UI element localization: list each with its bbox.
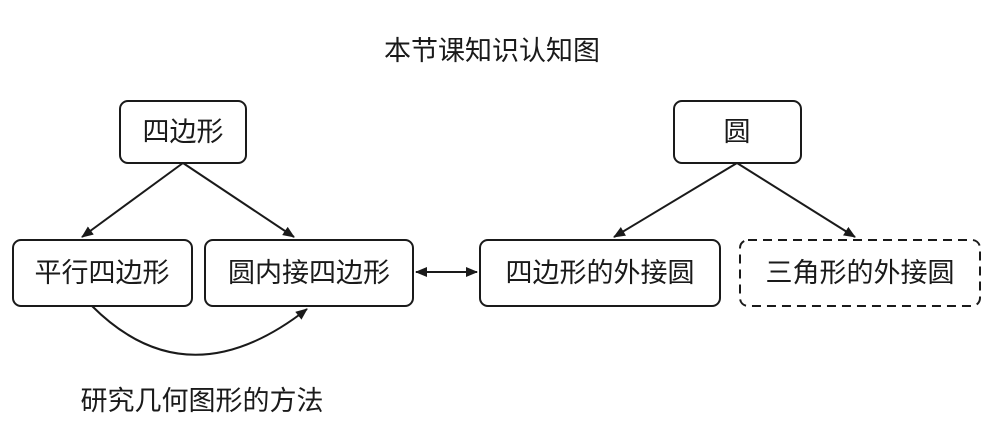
node-cyclic-quadrilateral: 圆内接四边形 xyxy=(204,239,414,307)
node-circumcircle-quadrilateral: 四边形的外接圆 xyxy=(479,239,721,307)
node-quadrilateral: 四边形 xyxy=(119,100,247,164)
edge-circle-to-circumcircle-triangle xyxy=(736,162,856,238)
node-quadrilateral-label: 四边形 xyxy=(143,117,224,148)
node-parallelogram: 平行四边形 xyxy=(12,239,193,307)
node-circle: 圆 xyxy=(673,100,802,164)
node-parallelogram-label: 平行四边形 xyxy=(35,258,170,289)
edge-curve-parallelogram-to-cyclic xyxy=(91,305,308,356)
diagram-title: 本节课知识认知图 xyxy=(384,36,600,67)
node-circumcircle-triangle: 三角形的外接圆 xyxy=(739,239,981,307)
method-caption: 研究几何图形的方法 xyxy=(81,386,324,417)
node-cyclic-quadrilateral-label: 圆内接四边形 xyxy=(228,258,390,289)
node-circumcircle-quadrilateral-label: 四边形的外接圆 xyxy=(506,258,695,289)
node-circumcircle-triangle-label: 三角形的外接圆 xyxy=(766,258,955,289)
edge-quadrilateral-to-parallelogram xyxy=(81,162,184,238)
edge-circle-to-circumcircle-quadrilateral xyxy=(613,162,738,238)
edge-quadrilateral-to-cyclic-quadrilateral xyxy=(182,162,295,238)
node-circle-label: 圆 xyxy=(724,117,751,148)
